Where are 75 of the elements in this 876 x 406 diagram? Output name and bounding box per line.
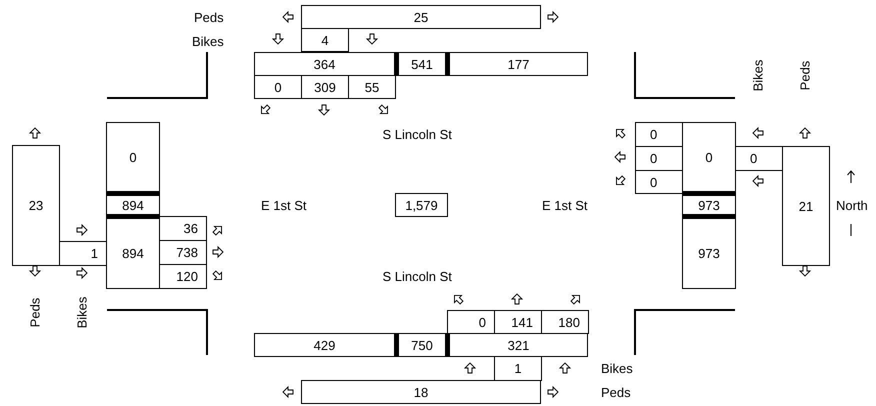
count-box bbox=[682, 216, 736, 289]
street-name: S Lincoln St bbox=[382, 126, 452, 142]
north-label: North bbox=[836, 198, 868, 212]
count-box bbox=[682, 122, 736, 194]
mode-label: Peds bbox=[797, 60, 812, 90]
count-box bbox=[348, 75, 396, 99]
mode-label: Bikes bbox=[74, 296, 90, 328]
count-box bbox=[447, 52, 588, 76]
street-name: S Lincoln St bbox=[382, 268, 452, 284]
count-value: 894 bbox=[122, 246, 144, 261]
count-box bbox=[735, 146, 783, 171]
count-box bbox=[254, 75, 302, 99]
count-value: 177 bbox=[508, 56, 530, 72]
count-box bbox=[635, 170, 683, 194]
count-box bbox=[106, 122, 160, 194]
street-name: E 1st St bbox=[542, 198, 588, 212]
count-value: 4 bbox=[321, 32, 329, 48]
mode-label: Peds bbox=[601, 384, 631, 400]
count-value: 1 bbox=[514, 361, 522, 376]
count-value: 0 bbox=[705, 150, 713, 164]
count-value: 309 bbox=[314, 80, 336, 94]
count-value: 141 bbox=[511, 314, 533, 330]
count-value: 738 bbox=[176, 245, 198, 260]
count-value: 429 bbox=[314, 338, 336, 352]
count-box bbox=[447, 310, 495, 334]
mode-label: Peds bbox=[194, 10, 224, 24]
count-value: 1 bbox=[90, 246, 98, 261]
count-box bbox=[12, 145, 60, 266]
count-value: 55 bbox=[364, 80, 380, 94]
count-box bbox=[541, 310, 589, 334]
count-value: 21 bbox=[798, 198, 814, 214]
mode-label: Peds bbox=[27, 297, 42, 327]
count-box bbox=[494, 356, 542, 381]
count-value: 0 bbox=[750, 151, 758, 166]
count-value: 1,579 bbox=[405, 198, 438, 212]
mode-label: Bikes bbox=[750, 59, 766, 91]
count-value: 541 bbox=[411, 56, 433, 72]
count-box bbox=[106, 216, 160, 289]
count-value: 321 bbox=[508, 338, 530, 352]
mode-label: Bikes bbox=[192, 34, 224, 48]
count-box bbox=[635, 122, 683, 147]
count-box bbox=[396, 333, 448, 357]
count-value: 120 bbox=[176, 269, 198, 284]
count-value: 0 bbox=[650, 174, 658, 190]
count-value: 36 bbox=[184, 221, 198, 236]
count-box bbox=[682, 193, 736, 217]
count-box bbox=[396, 52, 448, 76]
count-value: 0 bbox=[274, 80, 282, 94]
count-box bbox=[301, 28, 349, 52]
count-box bbox=[159, 216, 207, 241]
count-box bbox=[254, 52, 397, 76]
count-box bbox=[395, 193, 448, 217]
count-box bbox=[301, 5, 541, 29]
mode-label: Bikes bbox=[601, 360, 633, 376]
count-value: 364 bbox=[314, 56, 336, 72]
count-box bbox=[301, 380, 541, 404]
count-value: 180 bbox=[558, 314, 580, 330]
count-value: 0 bbox=[129, 150, 137, 164]
count-box bbox=[106, 193, 160, 217]
street-name: E 1st St bbox=[261, 198, 307, 212]
count-box bbox=[447, 333, 588, 357]
count-box bbox=[254, 333, 397, 357]
count-box bbox=[782, 146, 830, 266]
count-box bbox=[159, 264, 207, 289]
count-value: 0 bbox=[650, 151, 658, 166]
count-value: 0 bbox=[478, 314, 486, 330]
count-box bbox=[59, 241, 107, 266]
count-value: 973 bbox=[698, 198, 720, 212]
count-value: 894 bbox=[122, 198, 144, 212]
count-value: 25 bbox=[414, 10, 428, 24]
count-value: 0 bbox=[650, 127, 658, 142]
count-value: 18 bbox=[414, 384, 428, 400]
count-value: 973 bbox=[698, 246, 720, 261]
count-value: 23 bbox=[28, 198, 44, 213]
count-value: 750 bbox=[411, 338, 433, 352]
